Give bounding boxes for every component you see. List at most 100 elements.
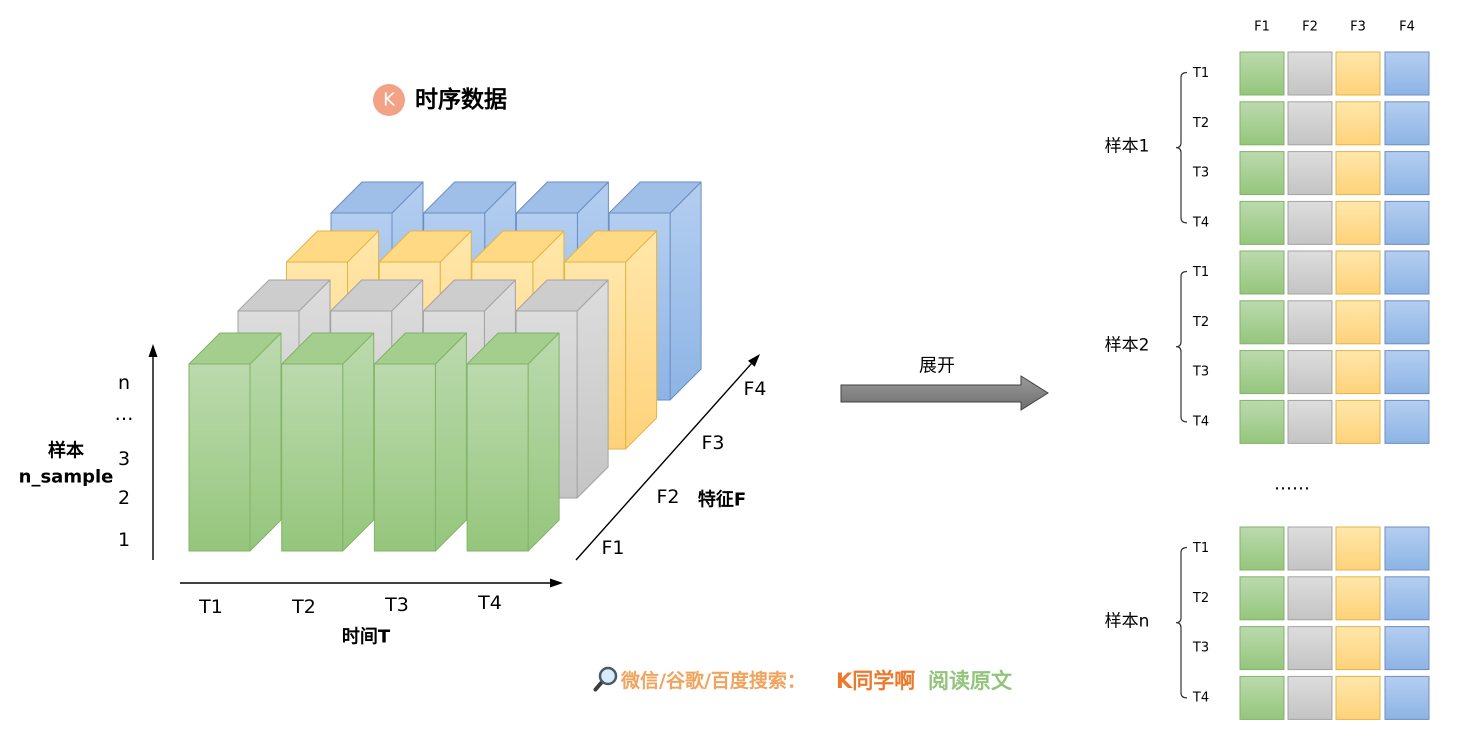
matrix-cell-f2 — [1287, 51, 1333, 96]
matrix-cell-f4 — [1384, 675, 1430, 720]
matrix-cell-f3 — [1335, 675, 1381, 720]
feature-tick: F2 — [656, 486, 679, 508]
matrix-cell-f1 — [1239, 350, 1285, 395]
matrix-cell-f1 — [1239, 399, 1285, 444]
diagram-title: 时序数据 — [415, 86, 507, 113]
matrix-time-label: T2 — [1192, 116, 1209, 131]
sample-bracket — [1175, 71, 1188, 224]
matrix-header-f2: F2 — [1302, 20, 1318, 35]
bar-front-face — [281, 363, 344, 552]
matrix-sample-label: 样本1 — [1105, 137, 1150, 157]
matrix-cell-f3 — [1335, 626, 1381, 671]
watermark-action: 阅读原文 — [928, 669, 1013, 693]
matrix-cell-f2 — [1287, 626, 1333, 671]
magnifier-handle — [593, 680, 604, 692]
feature-axis-line — [575, 363, 752, 561]
matrix-cell-f3 — [1335, 250, 1381, 295]
bar-front-face — [188, 363, 251, 552]
matrix-cell-f4 — [1384, 151, 1430, 196]
matrix-time-label: T4 — [1192, 414, 1209, 429]
watermark-search-prefix: 微信/谷歌/百度搜索： — [620, 669, 806, 692]
sample-axis: n … 3 2 1 样本 n_sample — [19, 344, 158, 560]
matrix-row: T3 — [1192, 626, 1430, 671]
matrix-cell-f1 — [1239, 51, 1285, 96]
unfold-label: 展开 — [919, 356, 955, 377]
time-series-cube — [188, 181, 702, 552]
matrix-cell-f2 — [1287, 250, 1333, 295]
matrix-cell-f1 — [1239, 200, 1285, 245]
sample-tick: … — [115, 403, 134, 425]
feature-axis-label: 特征F — [698, 489, 746, 511]
matrix-time-label: T3 — [1192, 166, 1209, 181]
matrix-cell-f4 — [1384, 200, 1430, 245]
matrix-cell-f1 — [1239, 250, 1285, 295]
sample-bracket — [1175, 546, 1188, 699]
sample-tick: 3 — [118, 448, 130, 470]
matrix-cell-f1 — [1239, 101, 1285, 146]
time-axis-arrowhead — [550, 578, 563, 588]
bar-row-f1 — [188, 332, 560, 552]
time-tick: T3 — [384, 594, 409, 616]
matrix-cell-f4 — [1384, 576, 1430, 621]
sample-tick: n — [118, 372, 130, 394]
matrix-time-label: T2 — [1192, 315, 1209, 330]
matrix-sample-label: 样本2 — [1105, 336, 1150, 356]
matrix-time-label: T4 — [1192, 690, 1209, 705]
matrix-cell-f4 — [1384, 300, 1430, 345]
matrix-row: T2 — [1192, 300, 1430, 345]
bar-f1-t3 — [373, 332, 467, 552]
matrix-header-f1: F1 — [1254, 20, 1270, 35]
matrix-cell-f4 — [1384, 101, 1430, 146]
matrix-cell-f2 — [1287, 300, 1333, 345]
k-logo-letter: K — [383, 90, 396, 111]
matrix-time-label: T1 — [1192, 66, 1209, 81]
sample-axis-label: 样本 — [48, 440, 84, 462]
matrix-row: T4 — [1192, 399, 1430, 444]
feature-tick: F4 — [743, 378, 766, 400]
matrix-time-label: T1 — [1192, 541, 1209, 556]
matrix-cell-f2 — [1287, 526, 1333, 571]
feature-tick: F3 — [701, 432, 724, 454]
matrix-cell-f2 — [1287, 399, 1333, 444]
bar-side-face — [527, 332, 560, 552]
sample-axis-arrowhead — [148, 344, 158, 357]
matrix-row: T1 — [1192, 51, 1430, 96]
sample-tick: 1 — [118, 529, 130, 551]
sample-tick: 2 — [118, 487, 130, 509]
matrix-time-label: T2 — [1192, 591, 1209, 606]
matrix-row: T2 — [1192, 101, 1430, 146]
watermark: 微信/谷歌/百度搜索： K同学啊 阅读原文 — [593, 666, 1013, 693]
unfold-arrow — [840, 375, 1049, 411]
bar-side-face — [576, 279, 609, 499]
matrix-cell-f4 — [1384, 626, 1430, 671]
bar-f1-t2 — [281, 332, 375, 552]
matrix-cell-f3 — [1335, 300, 1381, 345]
feature-axis-arrowhead — [748, 354, 760, 367]
watermark-brand: K同学啊 — [836, 669, 915, 693]
matrix-cell-f3 — [1335, 350, 1381, 395]
bar-f1-t4 — [466, 332, 560, 552]
matrix-cell-f2 — [1287, 350, 1333, 395]
matrix-cell-f1 — [1239, 526, 1285, 571]
matrix-row: T1 — [1192, 526, 1430, 571]
unfold-arrow-group: 展开 — [840, 356, 1049, 411]
matrix-cell-f1 — [1239, 576, 1285, 621]
time-axis: T1 T2 T3 T4 时间T — [180, 578, 563, 648]
matrix-row: T2 — [1192, 576, 1430, 621]
matrix-cell-f2 — [1287, 151, 1333, 196]
magnifier-icon — [593, 666, 618, 692]
bar-front-face — [373, 363, 436, 552]
bar-side-face — [342, 332, 375, 552]
matrix-cell-f2 — [1287, 101, 1333, 146]
matrix-header-f4: F4 — [1399, 20, 1415, 35]
bar-side-face — [434, 332, 467, 552]
matrix-cell-f4 — [1384, 399, 1430, 444]
matrix-cell-f3 — [1335, 576, 1381, 621]
bar-side-face — [669, 181, 702, 401]
matrix-cell-f2 — [1287, 576, 1333, 621]
matrix-cell-f4 — [1384, 350, 1430, 395]
matrix-sample-label: 样本n — [1105, 612, 1150, 632]
